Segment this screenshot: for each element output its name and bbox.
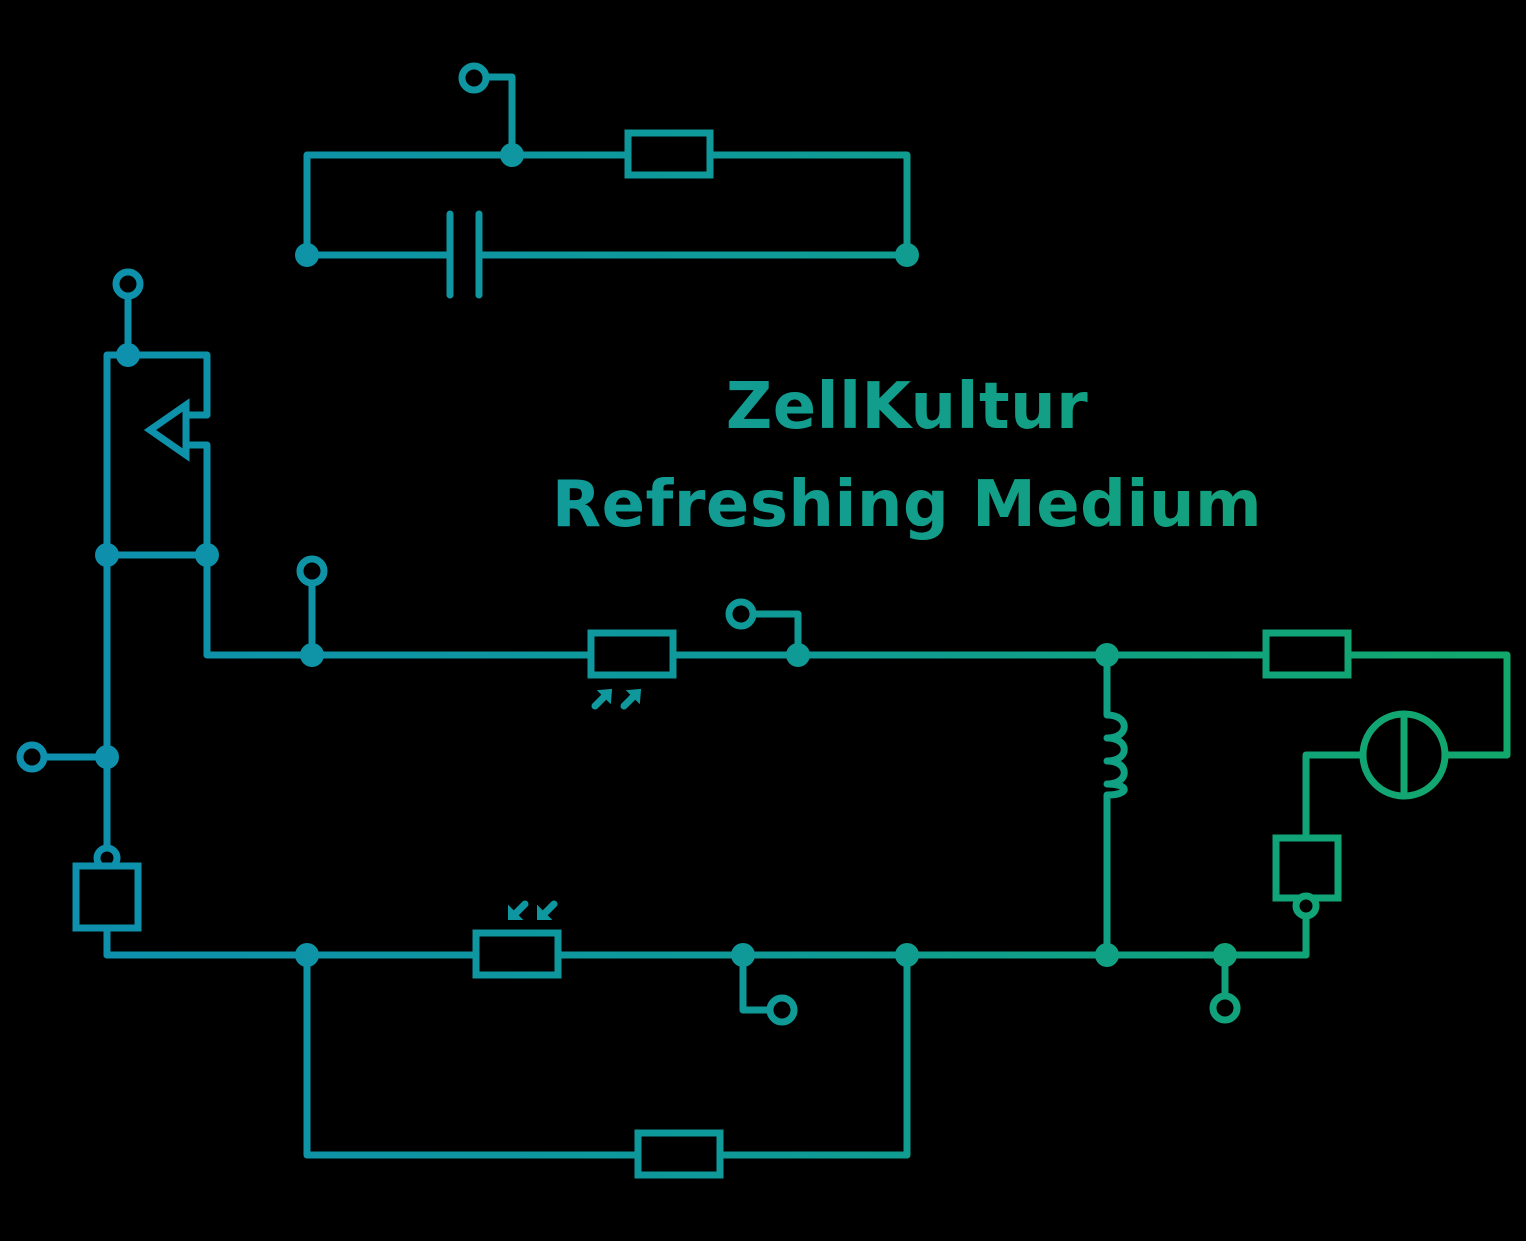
terminal-icon xyxy=(766,994,798,1026)
junction-node xyxy=(731,943,755,967)
junction-node xyxy=(500,143,524,167)
junction-node xyxy=(300,643,324,667)
title: ZellKultur Refreshing Medium xyxy=(552,370,1262,542)
box-left xyxy=(72,862,142,932)
photoresistor-emitting xyxy=(587,629,677,679)
junction-node xyxy=(95,543,119,567)
box-right xyxy=(1272,834,1342,902)
junction-node xyxy=(786,643,810,667)
top-circuit xyxy=(295,62,919,299)
bottom-terminal-lead xyxy=(739,951,774,1014)
junction-node xyxy=(195,543,219,567)
resistor-top xyxy=(624,129,714,179)
lamp-lead xyxy=(1302,751,1367,842)
middle-circuit xyxy=(296,555,1511,959)
photoresistor-receiving xyxy=(472,929,562,979)
junction-node xyxy=(1213,943,1237,967)
terminal-icon xyxy=(725,598,757,630)
capacitor-top xyxy=(446,210,483,299)
box-left-lead xyxy=(103,924,311,959)
junction-node xyxy=(95,745,119,769)
light-arrows-emitting-icon xyxy=(591,688,642,710)
resistor-bottom xyxy=(634,1129,724,1179)
terminal-icon xyxy=(16,741,48,773)
top-wire-upper xyxy=(303,151,911,259)
junction-node xyxy=(1095,943,1119,967)
junction-node xyxy=(295,243,319,267)
terminal-icon xyxy=(296,555,328,587)
terminal-icon xyxy=(458,62,490,94)
bottom-loop xyxy=(303,951,911,1159)
diode-left xyxy=(143,398,190,462)
inductor xyxy=(1103,651,1128,959)
junction-node xyxy=(295,943,319,967)
terminal-icon xyxy=(112,268,144,300)
light-arrows-receiving-icon xyxy=(508,900,558,920)
left-bridge xyxy=(103,551,316,659)
junction-node xyxy=(895,243,919,267)
title-line-1: ZellKultur xyxy=(726,370,1088,444)
top-terminal-lead xyxy=(482,73,516,159)
left-circuit xyxy=(16,268,316,959)
junction-node xyxy=(116,343,140,367)
mid-terminal-lead xyxy=(750,610,802,659)
middle-wire xyxy=(308,651,1511,759)
junction-node xyxy=(895,943,919,967)
title-line-2: Refreshing Medium xyxy=(552,468,1262,542)
bottom-circuit xyxy=(295,900,1310,1179)
resistor-right xyxy=(1262,629,1352,679)
terminal-icon xyxy=(1209,992,1241,1024)
